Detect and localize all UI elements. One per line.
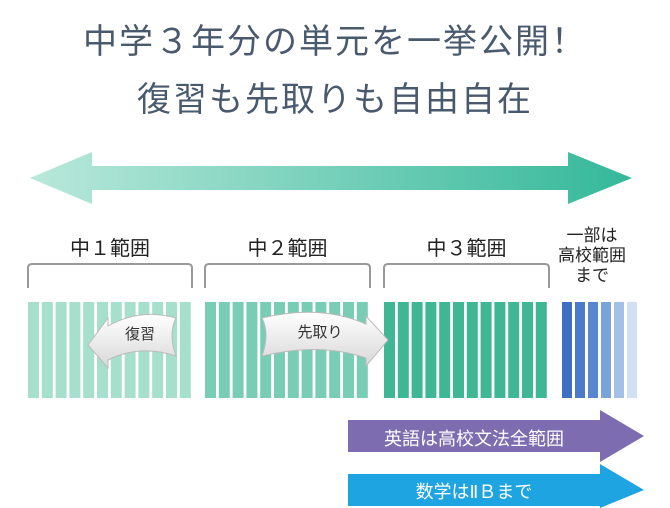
- stripe-grade-3: [522, 302, 533, 398]
- stripe-grade-3: [425, 302, 437, 398]
- stripe-high-school: [627, 302, 637, 398]
- stripe-grade-1: [83, 302, 95, 398]
- bracket-grade-1: [27, 263, 193, 288]
- stripe-high-school: [562, 302, 572, 398]
- stripe-grade-3: [397, 302, 409, 398]
- advance-label: 先取り: [297, 323, 343, 341]
- stripe-grade-3: [494, 302, 506, 398]
- note-line-3: まで: [575, 266, 609, 286]
- range-label-grade-2: 中２範囲: [247, 236, 328, 260]
- stripe-grade-1: [69, 302, 81, 398]
- stripe-high-school: [614, 302, 624, 398]
- double-arrow: [30, 152, 632, 204]
- note-line-1: 一部は: [566, 226, 618, 246]
- stripe-grade-3: [535, 302, 547, 398]
- stripe-grade-1: [28, 302, 39, 398]
- stripe-high-school: [601, 302, 611, 398]
- stripe-grade-2: [246, 302, 258, 398]
- stripe-grade-2: [232, 302, 244, 398]
- stripe-grade-3: [439, 302, 451, 398]
- headline-line-2: 復習も先取りも自由自在: [137, 80, 533, 120]
- note-line-2: 高校範囲: [558, 246, 626, 266]
- high-school-note: 一部は 高校範囲 まで: [552, 226, 632, 286]
- stripe-grade-2: [218, 302, 230, 398]
- range-label-grade-1: 中１範囲: [70, 236, 150, 260]
- stripe-grade-3: [411, 302, 423, 398]
- stripe-grade-3: [466, 302, 478, 398]
- stripe-grade-3: [453, 302, 464, 398]
- bracket-grade-3: [383, 263, 550, 288]
- advance-curl-arrow: [261, 311, 389, 368]
- stripe-grade-1: [41, 302, 53, 398]
- stripes-grade-3: [384, 302, 547, 398]
- english-arrow: [348, 410, 644, 462]
- stripe-grade-3: [384, 302, 395, 398]
- bracket-grade-2: [204, 263, 371, 288]
- headline-line-1: 中学３年分の単元を一挙公開！: [83, 22, 587, 62]
- stripe-high-school: [575, 302, 585, 398]
- stripe-grade-3: [480, 302, 492, 398]
- range-label-grade-3: 中３範囲: [426, 236, 507, 260]
- math-arrow: [348, 464, 644, 508]
- review-label: 復習: [124, 325, 155, 343]
- stripe-grade-3: [508, 302, 520, 398]
- english-arrow-label: 英語は高校文法全範囲: [384, 429, 564, 450]
- stripes-high-school: [562, 302, 637, 398]
- stripe-grade-1: [55, 302, 67, 398]
- review-curl-arrow: [87, 313, 177, 370]
- stripe-high-school: [588, 302, 598, 398]
- stripe-grade-1: [179, 302, 191, 398]
- stripe-grade-2: [205, 302, 216, 398]
- math-arrow-label: 数学はⅡＢまで: [415, 482, 533, 503]
